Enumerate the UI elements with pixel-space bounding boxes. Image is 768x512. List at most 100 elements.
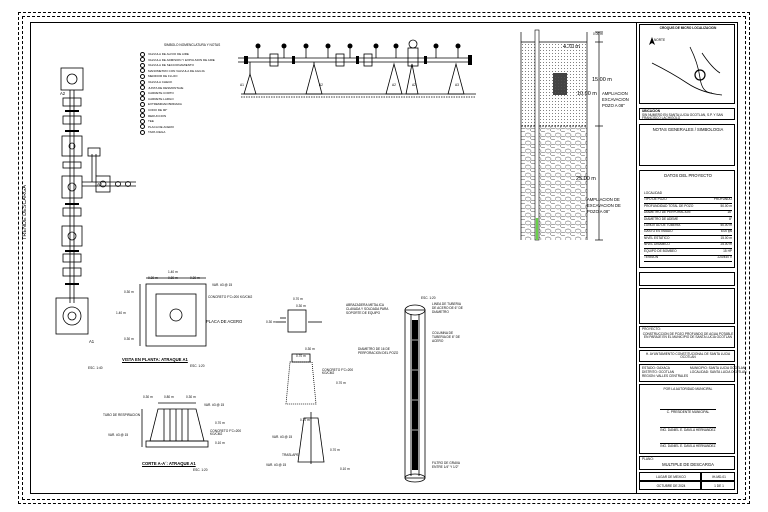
notes-box: NOTAS GENERALES / SIMBOLOGIA: [639, 124, 735, 166]
section-dim-top-l: 0.30 m: [143, 395, 153, 399]
location-details-box: ESTADO: OAXACA DISTRITO: OCOTLAN REGION:…: [639, 364, 746, 382]
legend-symbol-icon: [140, 73, 145, 79]
project-data-value: 15 HP: [723, 248, 732, 253]
pipe-note-bottom-2: ENTRE 1/4" Y 1/2": [432, 465, 459, 469]
legend-item-label: VALVULA DE SECCIONAMIENTO: [148, 63, 195, 68]
footer-code-box: IH-MD-01: [701, 472, 735, 481]
project-data-key: GASTO ESTIMADO: [644, 229, 673, 234]
plan-dim-left-mid: 1.40 m: [116, 311, 126, 315]
legend-symbol-icon: [140, 118, 145, 124]
section-dim-h: 0.70 m: [215, 421, 225, 425]
legend-item: PLACA DE ACERO: [140, 124, 174, 130]
plan-note-rebar: VAR. #3 @ 15: [212, 283, 233, 287]
footer-date: OCTUBRE DE 2024: [656, 484, 686, 488]
legend-item-label: CODO DE 90°: [148, 108, 168, 112]
project-data-key: DIAMETRO DE PERFORACION: [644, 210, 691, 215]
post-dim-5: 0.70 m: [296, 354, 306, 358]
elev-label-a1: A1: [240, 83, 244, 87]
drawing-frame: [30, 22, 738, 494]
legend-title: SIMBOLO NOMENCLATURA Y NOTAS: [164, 43, 221, 47]
plan-scale-note: ESC. 1:40: [88, 366, 103, 370]
project-data-value: PROFUNDO: [713, 197, 732, 202]
north-arrow-icon: [649, 37, 655, 45]
post-note-overlap: TRASLAPE: [282, 453, 299, 457]
project-data-key: DIAMETRO DE ADEME: [644, 216, 679, 221]
section-dim-top-r: 0.30 m: [186, 395, 196, 399]
pipe-note-right-3: DIAMETRO: [432, 310, 449, 314]
post-dim-6: 0.70 m: [336, 381, 346, 385]
project-data-key: LONGITUD DE TUBERIA: [644, 223, 681, 227]
pipe-note-right2-2: TUBERIA DE 6" DE: [432, 335, 461, 339]
muni-line-2: LOCALIDAD: SANTA LUCIA OCOTLAN: [690, 370, 747, 374]
plan-label-a1: A1: [89, 339, 95, 344]
well-label-1-line-1: AMPLIACION: [602, 91, 628, 96]
section-dim-base: 0.10 m: [215, 441, 225, 445]
pipe-note-right2-1: COLUMNA DE: [432, 331, 454, 335]
proyecto-box: PROYECTO: CONSTRUCCION DE POZO PROFUNDO …: [639, 326, 735, 348]
proyecto-label: PROYECTO:: [642, 327, 661, 331]
plano-label: PLANO:: [642, 457, 654, 461]
legend-item-label: VALVULA DE ALIVIO DE AIRE: [148, 52, 189, 56]
section-note-rebar-left: VAR. #3 @ 15: [108, 433, 129, 437]
well-depth-3: 10.00 m: [577, 91, 597, 97]
pipe-note-left-2: CLAVADA Y SOLDADA PARA: [346, 307, 389, 311]
project-data-key: LOCALIDAD: [644, 191, 663, 195]
plan-dim-top-right: 0.30 m: [190, 276, 200, 280]
section-note-rebar-top: VAR. #3 @ 15: [204, 403, 225, 407]
project-data-key: TENSION: [644, 255, 659, 259]
legend-item-label: JUNTA DE DESMONTAJE: [148, 85, 184, 90]
pipe-note-right-2: DE ACERO DE 6" DE: [432, 306, 463, 310]
plan-dim-top-mid: 0.80 m: [168, 276, 178, 280]
elev-label-a3: A3: [455, 83, 459, 87]
well-label-1-line-3: POZO A 08": [602, 103, 625, 108]
section-note-tube: TUBO DE RESPIRACION: [103, 413, 141, 417]
location-map: [649, 37, 723, 96]
project-data-key: PROFUNDIDAD TOTAL DE POZO: [644, 203, 694, 208]
sign-line-2: [660, 427, 716, 428]
post-dim-1: 0.70 m: [293, 297, 303, 301]
section-note-concrete: CONCRETO F'C=200 KG/CM2: [210, 429, 242, 437]
elev-label-a2-2: A2: [392, 83, 396, 87]
well-profile-drawing: [520, 29, 603, 241]
plano-title: MULTIPLE DE DESCARGA: [662, 462, 714, 467]
legend-item: VALVULA DE SECCIONAMIENTO: [140, 62, 194, 68]
well-label-1-line-2: EXCAVACION: [602, 97, 629, 102]
project-data-row: LOCALIDAD: [644, 191, 732, 198]
legend-item: CARRETE LARGO: [140, 96, 174, 102]
pipe-scale: ESC. 1:20: [421, 296, 436, 300]
plan-dim-top: 1.40 m: [168, 270, 178, 274]
project-data-value: 25.00 m: [720, 242, 732, 247]
atraque-section-title: CORTE A-A´: ATRAQUE A1: [142, 461, 196, 466]
legend-item-label: TEE: [148, 119, 154, 124]
atraque-plan-drawing: [139, 277, 207, 347]
well-depth-4: 25.00 m: [576, 176, 596, 182]
post-note-concrete: CONCRETO F'C=200 KG/CM2: [322, 368, 354, 376]
atraque-section-drawing: [141, 402, 209, 448]
legend-symbol-icon: [140, 68, 145, 74]
post-dim-2: 0.30 m: [296, 304, 306, 308]
project-data-value: 220/440 V: [717, 255, 732, 259]
state-line-2: DISTRITO: OCOTLAN: [642, 370, 674, 374]
post-note-rebar-2: VAR. #3 @ 15: [266, 463, 287, 467]
legend-symbol-icon: [140, 79, 145, 85]
footer-sheet-box: 1 DE 1: [701, 481, 735, 490]
legend-item: VALVULA CHECK: [140, 79, 172, 85]
well-label-2-line-3: POZO A 08": [587, 209, 610, 214]
footer-code-1: IH-MD-01: [712, 475, 726, 479]
state-line-3: REGION: VALLES CENTRALES: [642, 374, 689, 378]
sign-line-1: [660, 409, 716, 410]
well-depth-2: 15.00 m: [592, 77, 612, 83]
authority-title: POR LA AUTORIDAD MUNICIPAL: [663, 387, 713, 391]
symbol-legend: SIMBOLO NOMENCLATURA Y NOTAS VALVULA DE …: [140, 43, 235, 136]
sign-line-3: [660, 443, 716, 444]
plan-label-a2: A2: [97, 182, 103, 187]
footer-date-box: OCTUBRE DE 2024: [639, 481, 701, 490]
owner-text: H. AYUNTAMIENTO CONSTITUCIONAL DE SANTA …: [645, 352, 731, 360]
